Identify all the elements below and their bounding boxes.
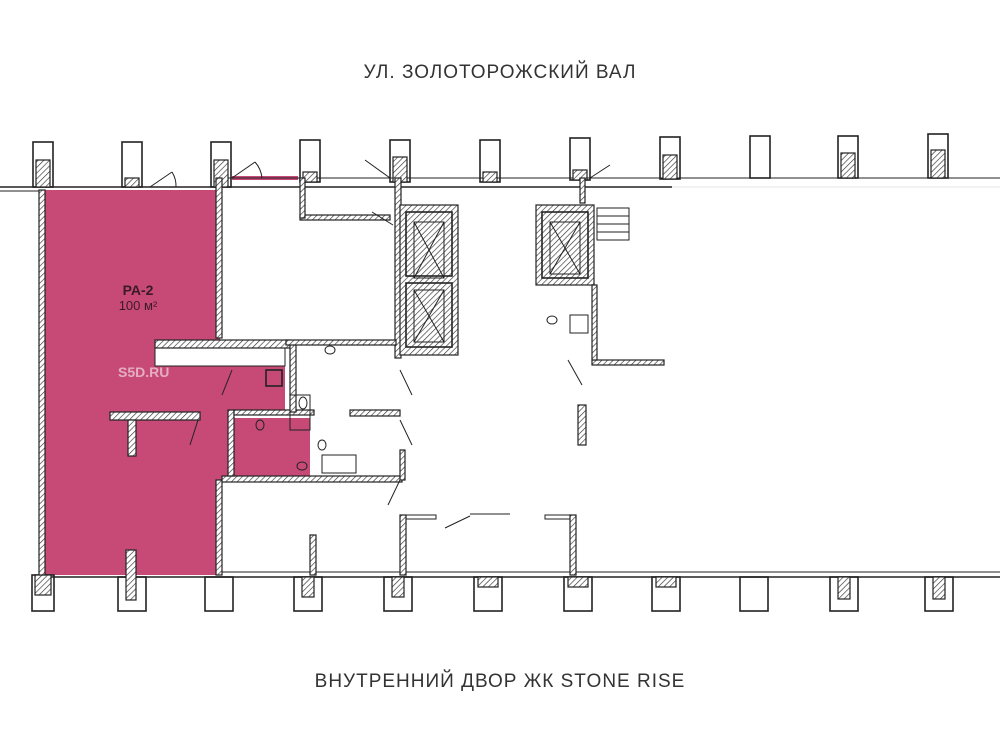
faded-area — [672, 182, 1000, 570]
elevator-shaft-right — [535, 204, 598, 361]
doors — [149, 159, 611, 529]
street-label-bottom: ВНУТРЕННИЙ ДВОР ЖК STONE RISE — [314, 671, 686, 692]
unit-pa-2[interactable] — [45, 176, 310, 575]
watermark: S5D.RU — [118, 364, 170, 380]
elevator-shaft-left — [399, 204, 459, 356]
staircase-icon — [596, 207, 630, 241]
street-label-top: УЛ. ЗОЛОТОРОЖСКИЙ ВАЛ — [363, 62, 637, 83]
unit-name: PA-2 — [122, 282, 154, 298]
columns-top — [32, 133, 949, 188]
unit-area: 100 м² — [118, 298, 158, 313]
unit-label[interactable]: PA-2 100 м² — [88, 282, 188, 314]
sanitary-fixtures — [255, 345, 357, 474]
columns-bottom — [31, 549, 954, 612]
interior-walls — [38, 177, 665, 576]
